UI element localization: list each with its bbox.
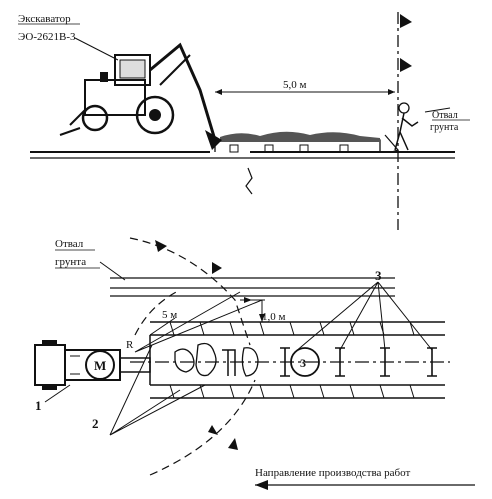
support-3 — [299, 144, 309, 153]
object-1 — [174, 348, 195, 373]
strut-4 — [427, 347, 437, 377]
spoil-leader-plan — [99, 261, 126, 281]
object-4 — [241, 347, 259, 377]
strut-1 — [280, 347, 290, 377]
leader-3 — [294, 281, 433, 353]
leader-1 — [44, 384, 71, 403]
spoil-heap-plan — [110, 277, 395, 297]
direction-arrow-head — [255, 480, 268, 490]
trench-wall-top — [150, 321, 445, 336]
support-2 — [264, 144, 274, 153]
support-1 — [229, 144, 239, 153]
spoil-plan-label-1: Отвал — [55, 238, 84, 250]
spoil-top-label-2: грунта — [430, 122, 459, 133]
direction-label: Направление производства работ — [255, 467, 410, 479]
motor-label: М — [94, 358, 106, 373]
leader-2 — [109, 344, 206, 436]
radius-label: R — [126, 339, 134, 351]
dist-1m-label: 1,0 м — [262, 311, 286, 323]
ground-break-mark — [245, 167, 253, 195]
support-4 — [339, 144, 349, 153]
spoil-leader-top — [424, 107, 451, 113]
object-3 — [222, 349, 236, 376]
excavator-model-label: ЭО-2621В-3 — [18, 31, 76, 43]
flag-icon-1 — [400, 14, 412, 28]
spoil-heap-top — [220, 131, 380, 142]
excavator-leader — [74, 37, 119, 61]
excavator-icon — [59, 42, 222, 150]
object-2 — [195, 342, 217, 377]
plan-view: Отвал грунта 5 м 1,0 м R М 3 3 1 2 Напра… — [34, 237, 475, 490]
dist-5m-label: 5 м — [162, 309, 177, 321]
num-2-label: 2 — [92, 416, 99, 431]
spoil-top-label-1: Отвал — [432, 110, 458, 121]
excavator-plan-icon — [34, 340, 151, 390]
num-3-label: 3 — [375, 268, 382, 283]
dist-top-label: 5,0 м — [283, 79, 307, 91]
reach-lines — [134, 291, 263, 353]
excavator-label: Экскаватор — [18, 13, 71, 25]
strut-2 — [335, 347, 345, 377]
pipe-circle — [290, 347, 320, 377]
worker-icon — [384, 102, 419, 153]
elevation-view: Экскаватор ЭО-2621В-3 5,0 м Отвал грунта — [18, 12, 470, 230]
num-1-label: 1 — [35, 398, 42, 413]
swing-arc-top — [129, 237, 251, 346]
trench-wall-bottom — [150, 384, 445, 399]
spoil-plan-label-2: грунта — [55, 256, 86, 268]
swing-arc-inner — [134, 289, 181, 336]
flag-icon-2 — [400, 58, 412, 72]
num-3-circle-label: 3 — [300, 356, 306, 370]
